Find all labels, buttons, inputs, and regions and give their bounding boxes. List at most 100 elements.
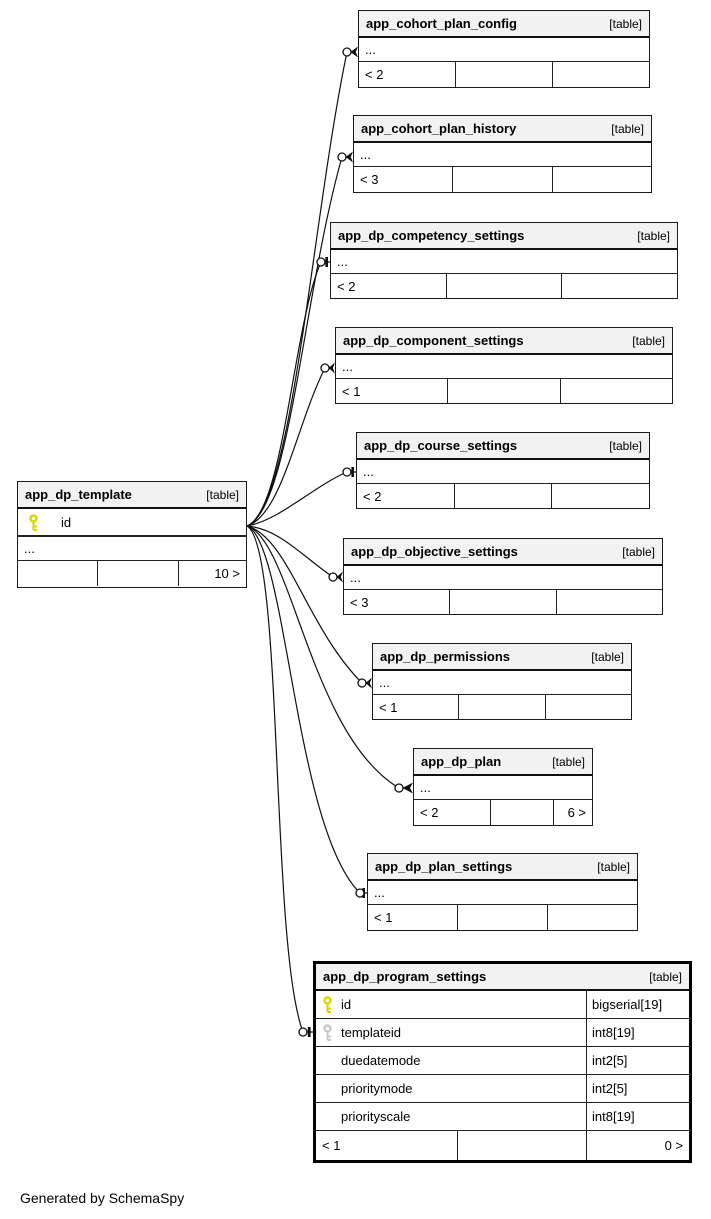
table-app_dp_course_settings[interactable]: app_dp_course_settings [table] ... < 2 bbox=[356, 432, 650, 509]
collapsed-columns-row: ... bbox=[354, 143, 651, 167]
relationship-app_dp_objective_settings bbox=[246, 525, 343, 583]
table-name[interactable]: app_dp_permissions bbox=[380, 649, 511, 664]
table-footer: < 3 bbox=[354, 167, 651, 192]
relationship-app_dp_component_settings bbox=[246, 362, 335, 527]
table-header[interactable]: app_cohort_plan_config [table] bbox=[359, 11, 649, 38]
column-name: id bbox=[341, 997, 352, 1012]
footer-cell bbox=[447, 274, 563, 299]
footer-cell bbox=[458, 1131, 587, 1160]
odot-marker bbox=[357, 678, 367, 688]
table-header[interactable]: app_dp_competency_settings [table] bbox=[331, 223, 677, 250]
column-row-priorityscale: priorityscale int8[19] bbox=[316, 1103, 689, 1131]
relationship-app_dp_program_settings bbox=[246, 525, 313, 1037]
odot-marker bbox=[342, 467, 352, 477]
table-name[interactable]: app_dp_objective_settings bbox=[351, 544, 518, 559]
table-footer: < 2 6 > bbox=[414, 800, 592, 825]
table-header[interactable]: app_cohort_plan_history [table] bbox=[354, 116, 651, 143]
table-name[interactable]: app_dp_program_settings bbox=[323, 969, 487, 984]
footer-cell bbox=[548, 905, 637, 930]
footer-cell bbox=[561, 379, 672, 404]
footer-parents-count: < 1 bbox=[368, 905, 458, 930]
footer-cell bbox=[456, 62, 553, 87]
column-row-duedatemode: duedatemode int2[5] bbox=[316, 1047, 689, 1075]
crowfoot-marker bbox=[402, 782, 413, 794]
table-name[interactable]: app_dp_plan_settings bbox=[375, 859, 513, 874]
odot-marker bbox=[320, 363, 330, 373]
footer-parents-count: < 2 bbox=[331, 274, 447, 299]
table-app_dp_component_settings[interactable]: app_dp_component_settings [table] ... < … bbox=[335, 327, 673, 404]
footer-cell bbox=[552, 484, 649, 509]
collapsed-columns-row: ... bbox=[18, 537, 246, 561]
table-header[interactable]: app_dp_template [table] bbox=[18, 482, 246, 509]
footer-parents-count: < 1 bbox=[373, 695, 460, 720]
crowfoot-marker bbox=[350, 46, 358, 58]
column-name: priorityscale bbox=[341, 1109, 411, 1124]
footer-parents-count: < 2 bbox=[357, 484, 455, 509]
table-app_dp_template[interactable]: app_dp_template [table] id ... 10 > bbox=[17, 481, 247, 588]
table-name[interactable]: app_dp_component_settings bbox=[343, 333, 524, 348]
table-type-badge: [table] bbox=[552, 754, 585, 769]
table-footer: < 1 bbox=[336, 379, 672, 404]
table-app_dp_objective_settings[interactable]: app_dp_objective_settings [table] ... < … bbox=[343, 538, 663, 615]
table-type-badge: [table] bbox=[206, 487, 239, 502]
table-header[interactable]: app_dp_component_settings [table] bbox=[336, 328, 672, 355]
column-row-id: id bbox=[18, 509, 246, 537]
footer-cell bbox=[553, 62, 649, 87]
footer-cell bbox=[98, 561, 179, 586]
table-header[interactable]: app_dp_permissions [table] bbox=[373, 644, 631, 671]
table-type-badge: [table] bbox=[649, 969, 682, 984]
table-footer: < 1 bbox=[368, 905, 637, 930]
table-header[interactable]: app_dp_plan_settings [table] bbox=[368, 854, 637, 881]
table-type-badge: [table] bbox=[611, 121, 644, 136]
odot-marker bbox=[328, 572, 338, 582]
footer-cell bbox=[450, 590, 557, 615]
tee-marker bbox=[325, 257, 328, 267]
column-row-id: id bigserial[19] bbox=[316, 991, 689, 1019]
table-header[interactable]: app_dp_course_settings [table] bbox=[357, 433, 649, 460]
table-type-badge: [table] bbox=[609, 438, 642, 453]
table-name[interactable]: app_dp_course_settings bbox=[364, 438, 518, 453]
column-name: templateid bbox=[341, 1025, 401, 1040]
tee-marker bbox=[307, 1027, 311, 1037]
odot-marker bbox=[298, 1027, 308, 1037]
tee-marker bbox=[351, 467, 354, 477]
column-name: prioritymode bbox=[341, 1081, 413, 1096]
collapsed-columns-row: ... bbox=[373, 671, 631, 695]
table-footer: < 1 bbox=[373, 695, 631, 720]
table-header[interactable]: app_dp_objective_settings [table] bbox=[344, 539, 662, 566]
table-name[interactable]: app_dp_competency_settings bbox=[338, 228, 525, 243]
table-name[interactable]: app_dp_plan bbox=[421, 754, 502, 769]
table-app_dp_permissions[interactable]: app_dp_permissions [table] ... < 1 bbox=[372, 643, 632, 720]
footer-parents-count: < 1 bbox=[316, 1131, 458, 1160]
table-footer: < 2 bbox=[359, 62, 649, 87]
footer-children-count: 6 > bbox=[567, 805, 586, 820]
footer-cell bbox=[453, 167, 553, 192]
footer-cell bbox=[18, 561, 98, 586]
table-header[interactable]: app_dp_program_settings [table] bbox=[316, 964, 689, 991]
table-app_dp_plan_settings[interactable]: app_dp_plan_settings [table] ... < 1 bbox=[367, 853, 638, 931]
collapsed-columns-row: ... bbox=[357, 460, 649, 484]
collapsed-columns-row: ... bbox=[414, 776, 592, 800]
footer-cell bbox=[459, 695, 546, 720]
table-app_cohort_plan_config[interactable]: app_cohort_plan_config [table] ... < 2 bbox=[358, 10, 650, 88]
odot-marker bbox=[337, 152, 347, 162]
column-type: int8[19] bbox=[586, 1019, 683, 1046]
table-name[interactable]: app_dp_template bbox=[25, 487, 132, 502]
table-type-badge: [table] bbox=[591, 649, 624, 664]
table-app_dp_program_settings[interactable]: app_dp_program_settings [table] id bigse… bbox=[313, 961, 692, 1163]
table-footer: < 2 bbox=[357, 484, 649, 509]
table-app_dp_competency_settings[interactable]: app_dp_competency_settings [table] ... <… bbox=[330, 222, 678, 299]
table-name[interactable]: app_cohort_plan_config bbox=[366, 16, 517, 31]
table-footer: < 2 bbox=[331, 274, 677, 299]
footer-cell bbox=[553, 167, 651, 192]
table-footer: 10 > bbox=[18, 561, 246, 586]
footer-cell bbox=[557, 590, 662, 615]
table-app_dp_plan[interactable]: app_dp_plan [table] ... < 2 6 > bbox=[413, 748, 593, 826]
table-header[interactable]: app_dp_plan [table] bbox=[414, 749, 592, 776]
table-type-badge: [table] bbox=[597, 859, 630, 874]
table-name[interactable]: app_cohort_plan_history bbox=[361, 121, 517, 136]
table-app_cohort_plan_history[interactable]: app_cohort_plan_history [table] ... < 3 bbox=[353, 115, 652, 193]
footer-cell bbox=[546, 695, 631, 720]
crowfoot-marker bbox=[345, 151, 353, 163]
collapsed-columns-row: ... bbox=[331, 250, 677, 274]
